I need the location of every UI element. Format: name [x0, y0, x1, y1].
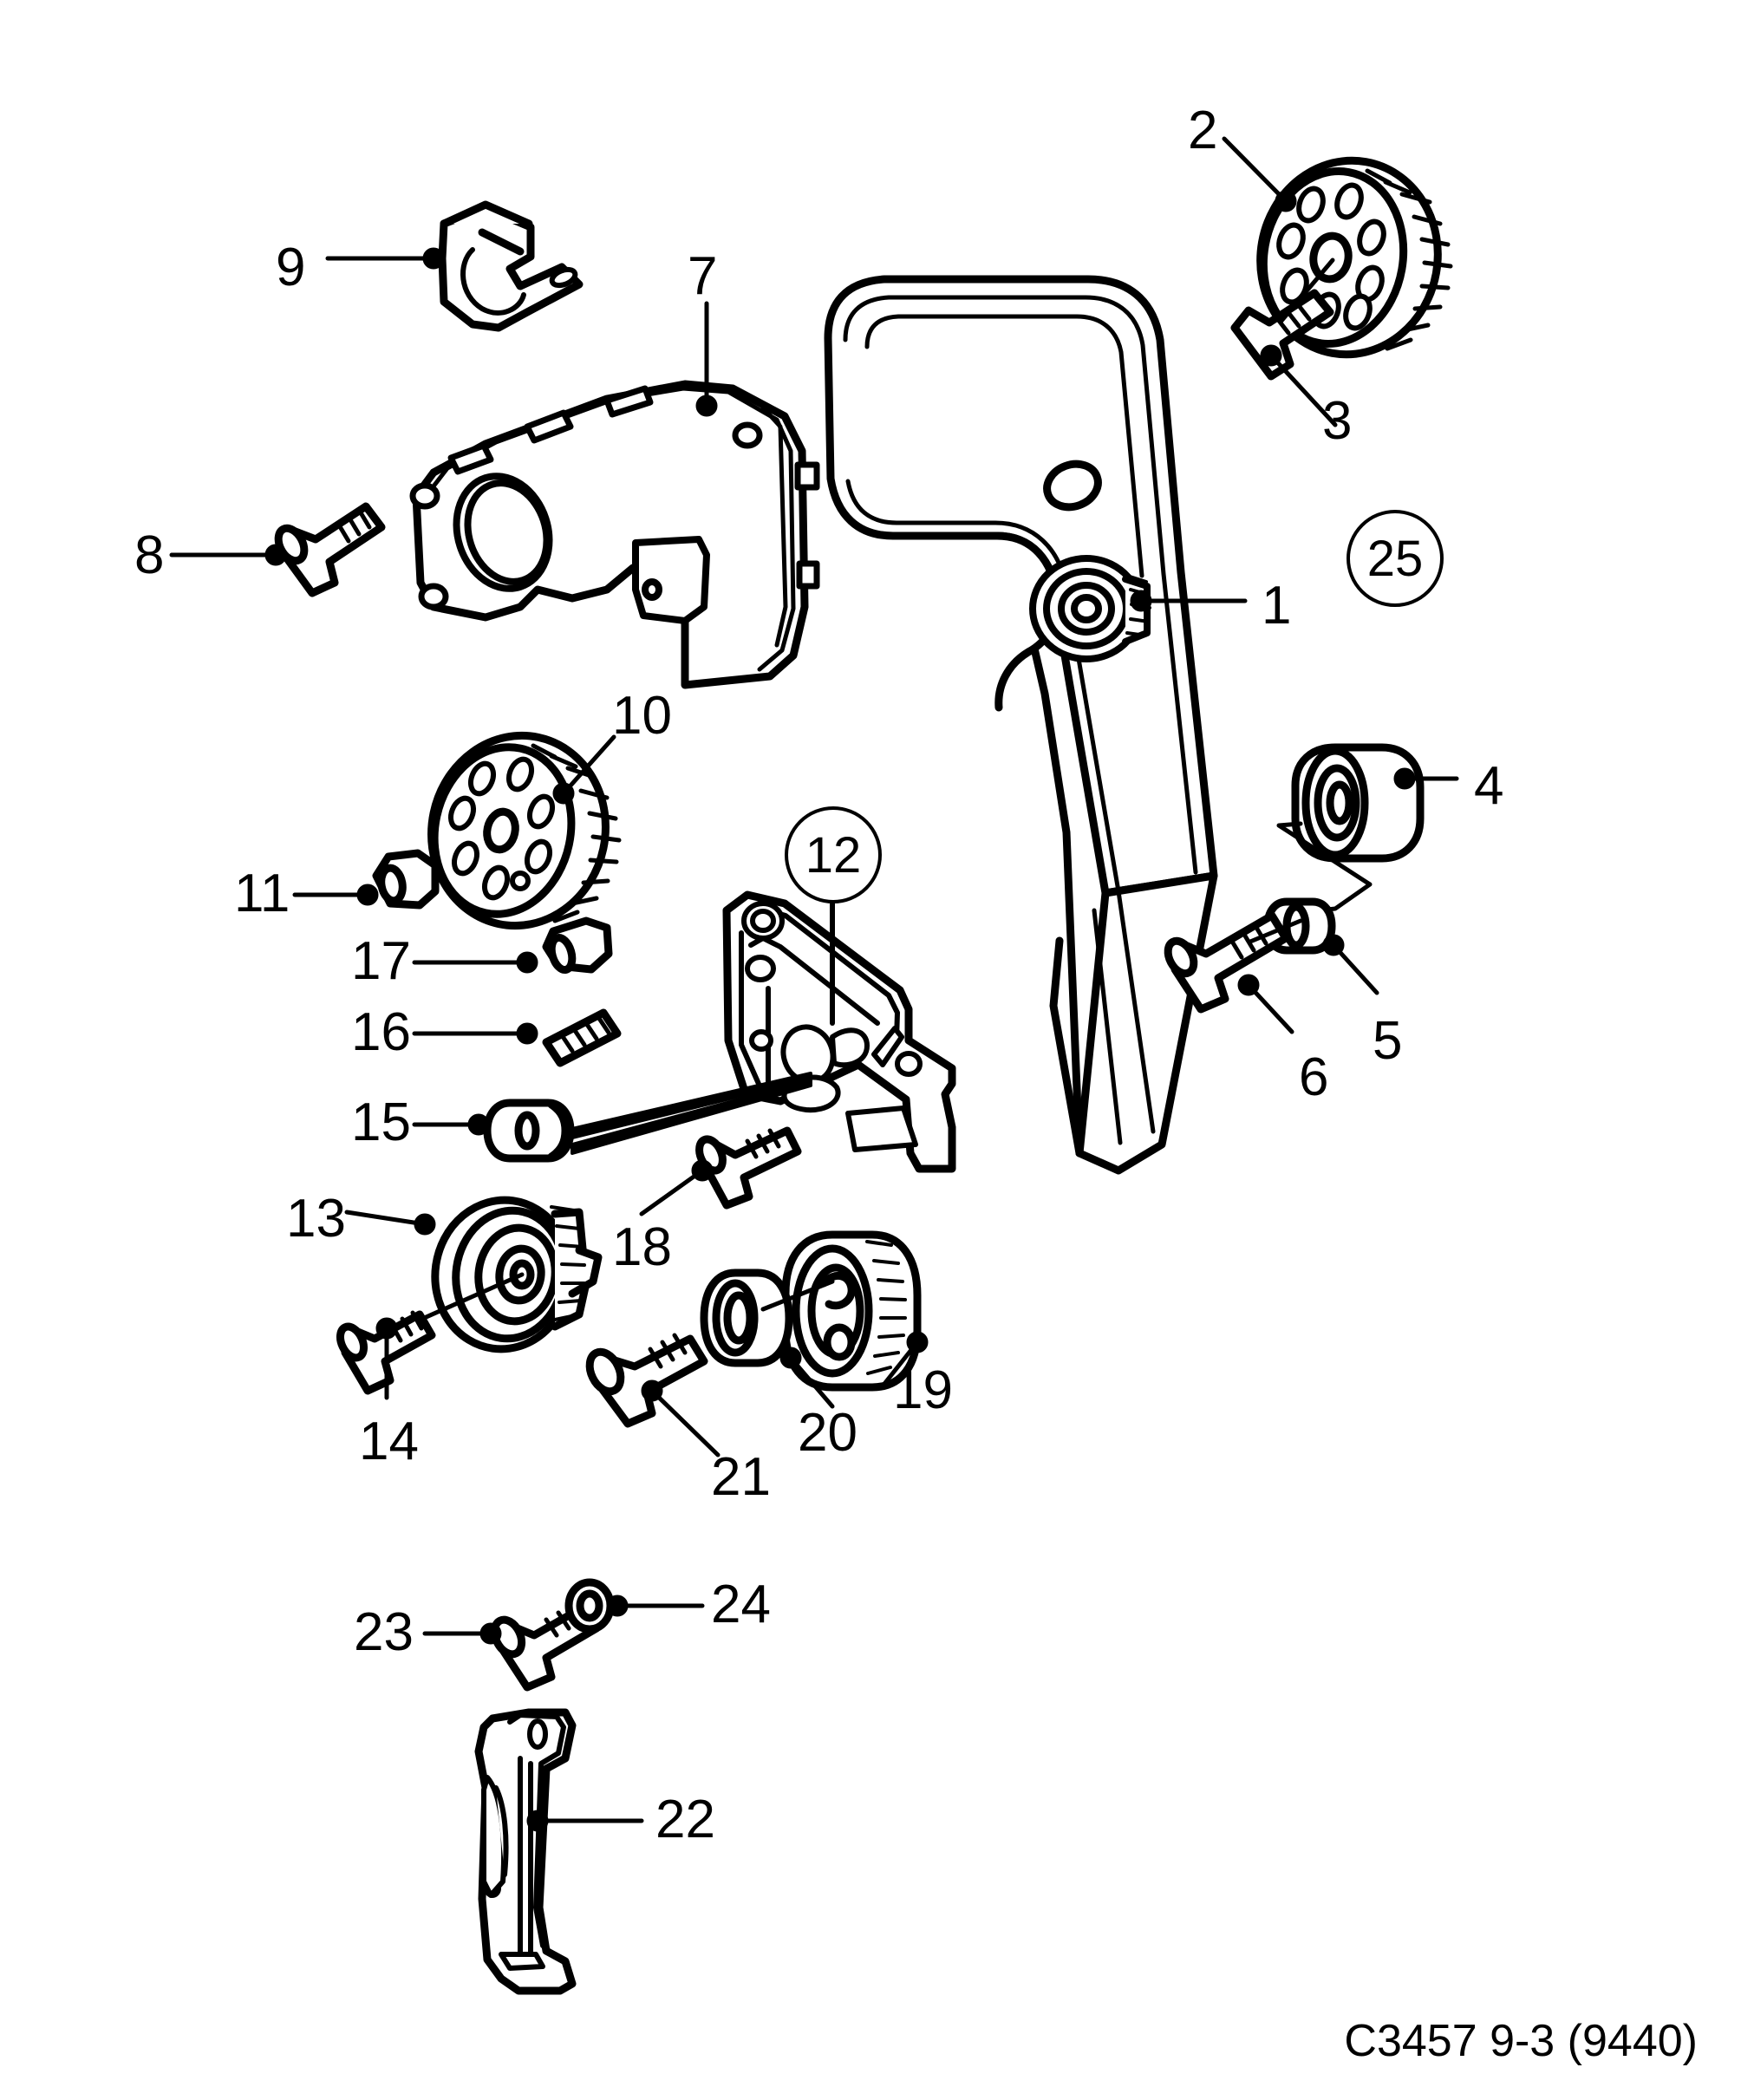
- guide-sleeve-pointer-lines: [571, 1072, 812, 1155]
- callout-label-17: 17: [351, 931, 411, 991]
- callout-label-2: 2: [1188, 101, 1218, 160]
- tensioner-bracket-inner: [739, 901, 923, 1088]
- callout-label-21: 21: [711, 1447, 771, 1507]
- callout-label-5: 5: [1373, 1011, 1403, 1071]
- leader-15: [412, 1113, 490, 1136]
- belt-tensioner-teeth: [550, 1205, 586, 1321]
- leader-16: [412, 1022, 538, 1045]
- belt-tensioner-part: [431, 1196, 603, 1353]
- leader-24: [606, 1595, 705, 1617]
- leader-13: [344, 1210, 436, 1236]
- callout-label-6: 6: [1299, 1047, 1329, 1107]
- callout-label-16: 16: [351, 1002, 411, 1062]
- bearing-axis: [760, 1279, 835, 1312]
- tensioner-bracket-web: [780, 1024, 918, 1152]
- callout-label-12: 12: [785, 806, 882, 903]
- camshaft-sprocket-lower-part: [427, 731, 610, 930]
- leader-9: [325, 247, 445, 270]
- leader-5: [1322, 934, 1379, 995]
- callout-label-18: 18: [612, 1217, 672, 1277]
- callout-label-10: 10: [612, 686, 672, 746]
- leader-22: [526, 1810, 644, 1832]
- sprocket-bolt-threads: [648, 1333, 688, 1369]
- callout-label-20: 20: [798, 1403, 857, 1463]
- water-pump-sprocket-part: [781, 1230, 922, 1392]
- callout-label-24: 24: [711, 1575, 771, 1634]
- cable-clip-part: [438, 200, 584, 332]
- leader-10: [552, 734, 616, 805]
- callout-label-23: 23: [354, 1602, 414, 1662]
- camshaft-sprocket-lower-holes: [447, 756, 556, 901]
- leader-17: [412, 951, 538, 974]
- water-pump-sprocket-teeth: [865, 1240, 907, 1375]
- leader-11: [292, 884, 379, 906]
- callout-label-15: 15: [351, 1092, 411, 1152]
- cover-round-opening: [453, 473, 553, 592]
- guide-rail-washer-part: [564, 1578, 615, 1634]
- leader-7: [695, 301, 718, 417]
- leader-18: [639, 1159, 714, 1216]
- idler-pulley-part: [1291, 743, 1425, 863]
- leader-19: [882, 1331, 929, 1386]
- cover-mount-lugs: [409, 385, 820, 610]
- callout-label-8: 8: [134, 525, 165, 585]
- leader-20: [779, 1347, 835, 1409]
- callout-label-11: 11: [234, 864, 290, 923]
- callout-label-13: 13: [286, 1189, 346, 1249]
- callout-label-14: 14: [359, 1412, 419, 1471]
- leader-21: [641, 1379, 721, 1458]
- guide-rail-bolt-part: [490, 1603, 601, 1692]
- leader-8: [169, 544, 287, 566]
- leader-2: [1222, 136, 1297, 212]
- callout-label-19: 19: [893, 1360, 953, 1420]
- cable-clip-detail: [460, 247, 578, 316]
- leader-4: [1393, 767, 1459, 790]
- leader-14: [375, 1317, 398, 1400]
- callout-label-1: 1: [1262, 576, 1292, 636]
- stud-threads: [559, 1014, 611, 1053]
- callout-label-22: 22: [655, 1790, 715, 1849]
- leader-23: [422, 1622, 502, 1645]
- cover-access-panel: [632, 536, 710, 624]
- cover-bolt-threads: [336, 507, 372, 544]
- bolt6-axis: [1248, 918, 1303, 944]
- leader-6: [1237, 974, 1294, 1034]
- leader-1: [1130, 590, 1248, 612]
- callout-label-3: 3: [1322, 391, 1353, 451]
- guide-sleeve-part: [483, 1099, 575, 1163]
- callout-label-25: 25: [1347, 510, 1444, 607]
- sprocket-nut-part: [372, 849, 440, 910]
- spacer-bush-part: [542, 916, 613, 975]
- camshaft-sprocket-upper-teeth: [1365, 168, 1453, 351]
- bracket-bolt-threads: [745, 1128, 781, 1159]
- bracket-bolt-part: [695, 1126, 802, 1210]
- sprocket-bearing-part: [700, 1268, 793, 1367]
- callout-label-7: 7: [688, 246, 718, 306]
- callout-label-9: 9: [276, 238, 306, 297]
- leader-3: [1260, 344, 1338, 427]
- figure-caption: C3457 9-3 (9440): [1344, 2016, 1698, 2066]
- bolt3-axis: [1279, 258, 1335, 323]
- callout-label-4: 4: [1474, 756, 1504, 816]
